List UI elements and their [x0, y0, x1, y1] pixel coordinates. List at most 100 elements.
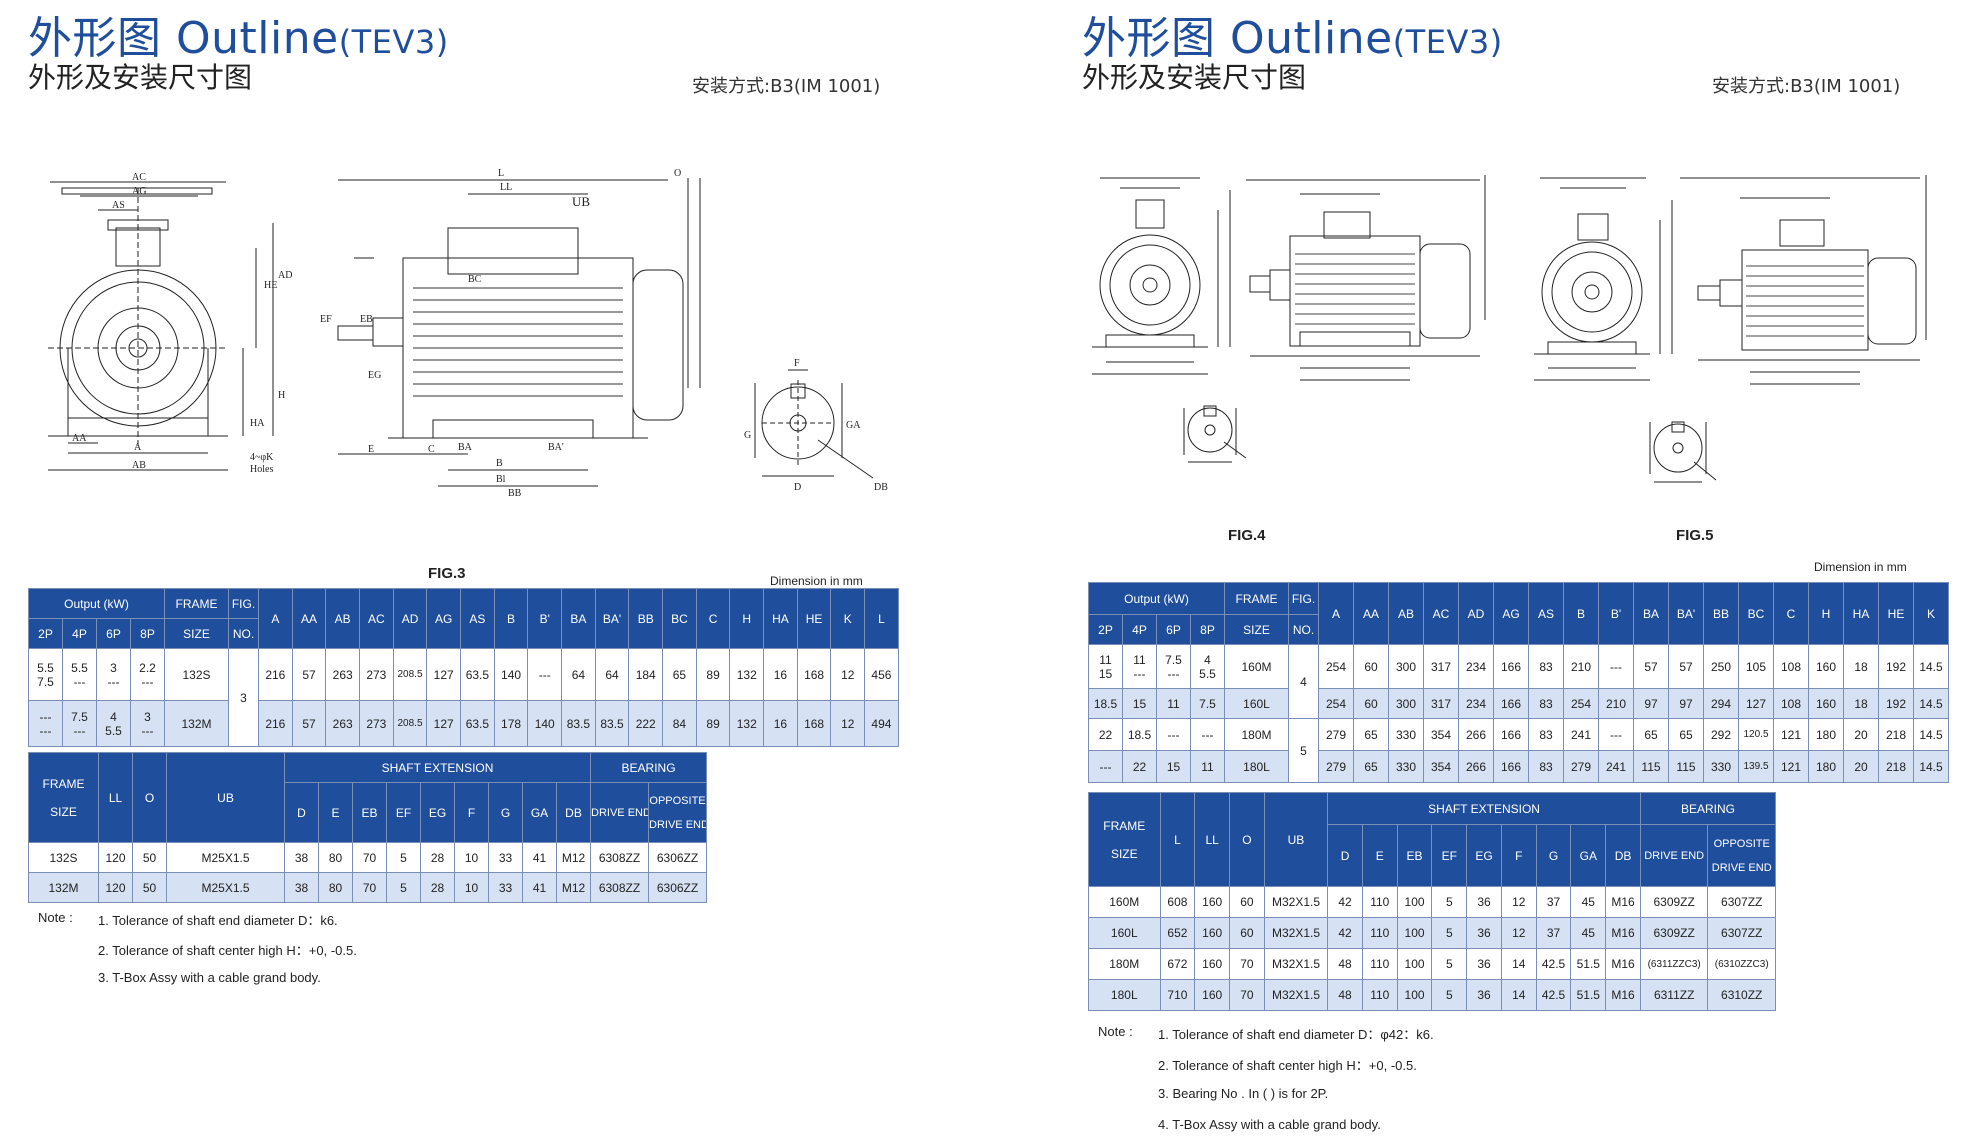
header-col: C	[695, 588, 731, 649]
frame-cell: 180L	[1224, 750, 1289, 783]
label-ef: EF	[320, 314, 332, 325]
label-ab: AB	[132, 460, 146, 471]
outline-drawing-fig3: AC AG AS HE AD HA H AA A AB 4~φK Holes L…	[48, 168, 888, 498]
fig5-label: FIG.5	[1676, 527, 1714, 544]
label-g: G	[744, 430, 751, 441]
label-d: D	[794, 482, 801, 493]
note-label: Note :	[1098, 1024, 1133, 1039]
header-o: O	[1229, 792, 1265, 887]
page-title: 外形图 Outline(TEV3)	[1082, 2, 1503, 66]
header-col: AA	[1353, 582, 1389, 645]
header-col: H	[1808, 582, 1844, 645]
header-col: AS	[1528, 582, 1564, 645]
header-col: BA	[1633, 582, 1669, 645]
header-shaft-extension: SHAFT EXTENSION	[283, 752, 592, 783]
header-output: Output (kW)	[28, 588, 165, 619]
label-bb: BB	[508, 488, 522, 498]
label-he: HE	[264, 280, 277, 291]
dimension-note: Dimension in mm	[770, 574, 863, 588]
header-pole: 6P	[1156, 614, 1191, 645]
title-model: (TEV3)	[1392, 23, 1503, 61]
header-col: L	[864, 588, 899, 649]
header-fig: FIG.	[1288, 582, 1319, 615]
frame-cell: 132S	[164, 648, 229, 701]
header-l: L	[1159, 792, 1196, 887]
note-item: 3. T-Box Assy with a cable grand body.	[98, 970, 321, 985]
dimension-table-1: Output (kW) FRAME FIG. A AA AB AC AD AG …	[28, 588, 899, 747]
frame-cell: 160M	[1224, 644, 1289, 689]
label-ll: LL	[500, 182, 512, 193]
label-eb: EB	[360, 314, 373, 325]
header-size: SIZE	[1224, 614, 1289, 645]
header-ll: LL	[1194, 792, 1231, 887]
header-col: B	[493, 588, 529, 649]
header-pole: 8P	[1190, 614, 1225, 645]
label-ba-prime: BA'	[548, 442, 564, 453]
header-col: BC	[1738, 582, 1774, 645]
note-label: Note :	[38, 910, 73, 925]
header-col: B	[1563, 582, 1599, 645]
header-col: A	[1318, 582, 1354, 645]
header-no: NO.	[1288, 614, 1319, 645]
label-h: H	[278, 390, 285, 401]
header-col: BB	[628, 588, 664, 649]
header-col: AS	[460, 588, 495, 649]
outline-drawing-fig5	[1534, 175, 1927, 483]
label-ac: AC	[132, 172, 146, 183]
header-col: AB	[325, 588, 361, 649]
header-ll: LL	[98, 752, 133, 843]
header-col: BC	[662, 588, 697, 649]
outline-drawing-fig4	[1092, 175, 1486, 463]
header-col: AD	[392, 588, 428, 649]
header-col: HE	[1878, 582, 1914, 645]
title-cn: 外形图	[1082, 13, 1216, 64]
header-pole: 2P	[1088, 614, 1123, 645]
label-aa: AA	[72, 433, 87, 444]
header-shaft-extension: SHAFT EXTENSION	[1327, 792, 1641, 825]
note-item: 1. Tolerance of shaft end diameter D：φ42…	[1158, 1027, 1434, 1042]
header-pole: 6P	[96, 618, 131, 649]
fig4-label: FIG.4	[1228, 527, 1266, 544]
header-col: AC	[359, 588, 394, 649]
header-drive-end: DRIVE END	[1639, 824, 1709, 887]
dimension-table-1: Output (kW) FRAME FIG. A AA AB AC AD AG …	[1088, 582, 1949, 783]
fig-no-cell: 5	[1288, 718, 1319, 783]
header-frame: FRAME	[164, 588, 229, 619]
label-f: F	[794, 358, 800, 369]
fig-label: FIG.3	[428, 565, 466, 582]
header-size: SIZE	[164, 618, 229, 649]
label-b1: Bl	[496, 474, 506, 485]
header-col: HE	[796, 588, 832, 649]
label-e: E	[368, 444, 374, 455]
header-col: HA	[1843, 582, 1879, 645]
header-col: K	[1913, 582, 1949, 645]
fig-no-cell: 3	[228, 648, 259, 747]
header-pole: 4P	[62, 618, 97, 649]
header-output: Output (kW)	[1088, 582, 1225, 615]
header-col: BA'	[594, 588, 630, 649]
mounting-type: 安装方式:B3(IM 1001)	[692, 76, 881, 97]
header-col: HA	[763, 588, 798, 649]
header-frame: FRAME	[1224, 582, 1289, 615]
label-ub: UB	[572, 194, 590, 209]
header-col: AA	[291, 588, 327, 649]
header-col: C	[1773, 582, 1809, 645]
header-col: AC	[1423, 582, 1459, 645]
right-page: 外形图 Outline(TEV3) 外形及安装尺寸图 安装方式:B3(IM 10…	[990, 0, 1980, 1139]
frame-cell: 180M	[1224, 718, 1289, 751]
label-holes-2: Holes	[250, 464, 273, 475]
label-as: AS	[112, 200, 125, 211]
page-subtitle: 外形及安装尺寸图	[28, 61, 253, 94]
header-col: BA	[561, 588, 596, 649]
left-page: 外形图 Outline(TEV3) 外形及安装尺寸图 安装方式:B3(IM 10…	[28, 13, 899, 985]
label-ag: AG	[132, 186, 146, 197]
header-ub: UB	[1263, 792, 1329, 887]
